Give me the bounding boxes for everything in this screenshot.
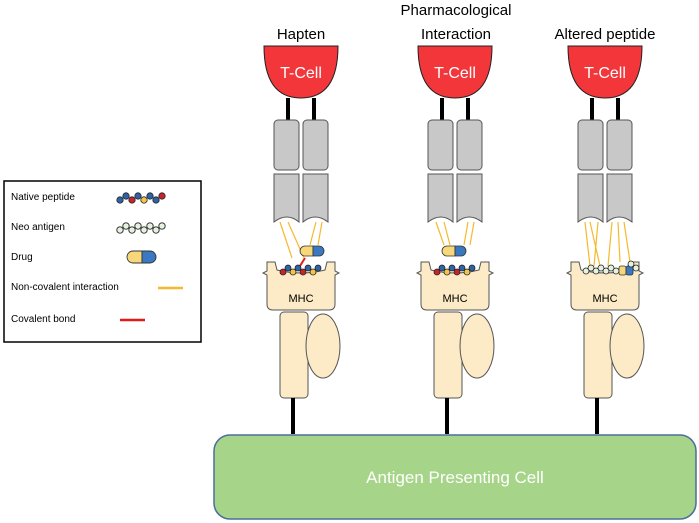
altered-title: Altered peptide (555, 26, 656, 43)
drug-capsule-icon (618, 260, 640, 276)
apc-cell (213, 434, 697, 520)
pi-title-line1: Pharmacological (401, 2, 512, 19)
mhc-label: MHC (592, 293, 617, 305)
tcell-shape (417, 45, 493, 99)
hapten-column: Hapten T-Cell MHC (261, 26, 342, 436)
legend-label-native-peptide: Native peptide (11, 192, 75, 203)
neo-antigen (582, 264, 620, 275)
tcr-receptor (272, 96, 330, 224)
native-peptide (433, 264, 476, 276)
legend-label-drug: Drug (11, 252, 33, 263)
pi-column: Pharmacological Interaction T-Cell MHC (401, 2, 512, 436)
mhc-molecule (565, 260, 646, 436)
tcell-label: T-Cell (280, 65, 322, 82)
legend-label-noncovalent: Non-covalent interaction (11, 282, 119, 293)
tcell-label: T-Cell (584, 65, 626, 82)
tcr-receptor (426, 96, 484, 224)
mhc-label: MHC (288, 293, 313, 305)
pi-title-line2: Interaction (421, 26, 491, 43)
drug-capsule-icon (441, 245, 467, 257)
native-peptide (279, 264, 322, 276)
mhc-molecule (261, 260, 342, 436)
legend-box (3, 180, 202, 343)
tcr-receptor (576, 96, 634, 224)
legend: Native peptide Neo antigen Drug Non-cova… (3, 180, 202, 343)
neo-antigen-icon (116, 222, 166, 234)
covalent-bond-line (299, 257, 306, 267)
drug-capsule-icon (299, 245, 325, 257)
altered-column: Altered peptide T-Cell MHC (555, 26, 656, 436)
legend-label-neo-antigen: Neo antigen (11, 222, 65, 233)
mhc-molecule (415, 260, 496, 436)
interaction-lines (584, 221, 631, 267)
hapten-title: Hapten (277, 26, 325, 43)
tcell-shape (263, 45, 339, 99)
drug-capsule-icon (126, 250, 157, 264)
apc-label: Antigen Presenting Cell (366, 468, 544, 487)
legend-label-covalent: Covalent bond (11, 314, 76, 325)
interaction-lines (435, 221, 475, 246)
native-peptide-icon (116, 192, 166, 204)
tcell-shape (567, 45, 643, 99)
mhc-label: MHC (442, 293, 467, 305)
tcell-label: T-Cell (434, 65, 476, 82)
